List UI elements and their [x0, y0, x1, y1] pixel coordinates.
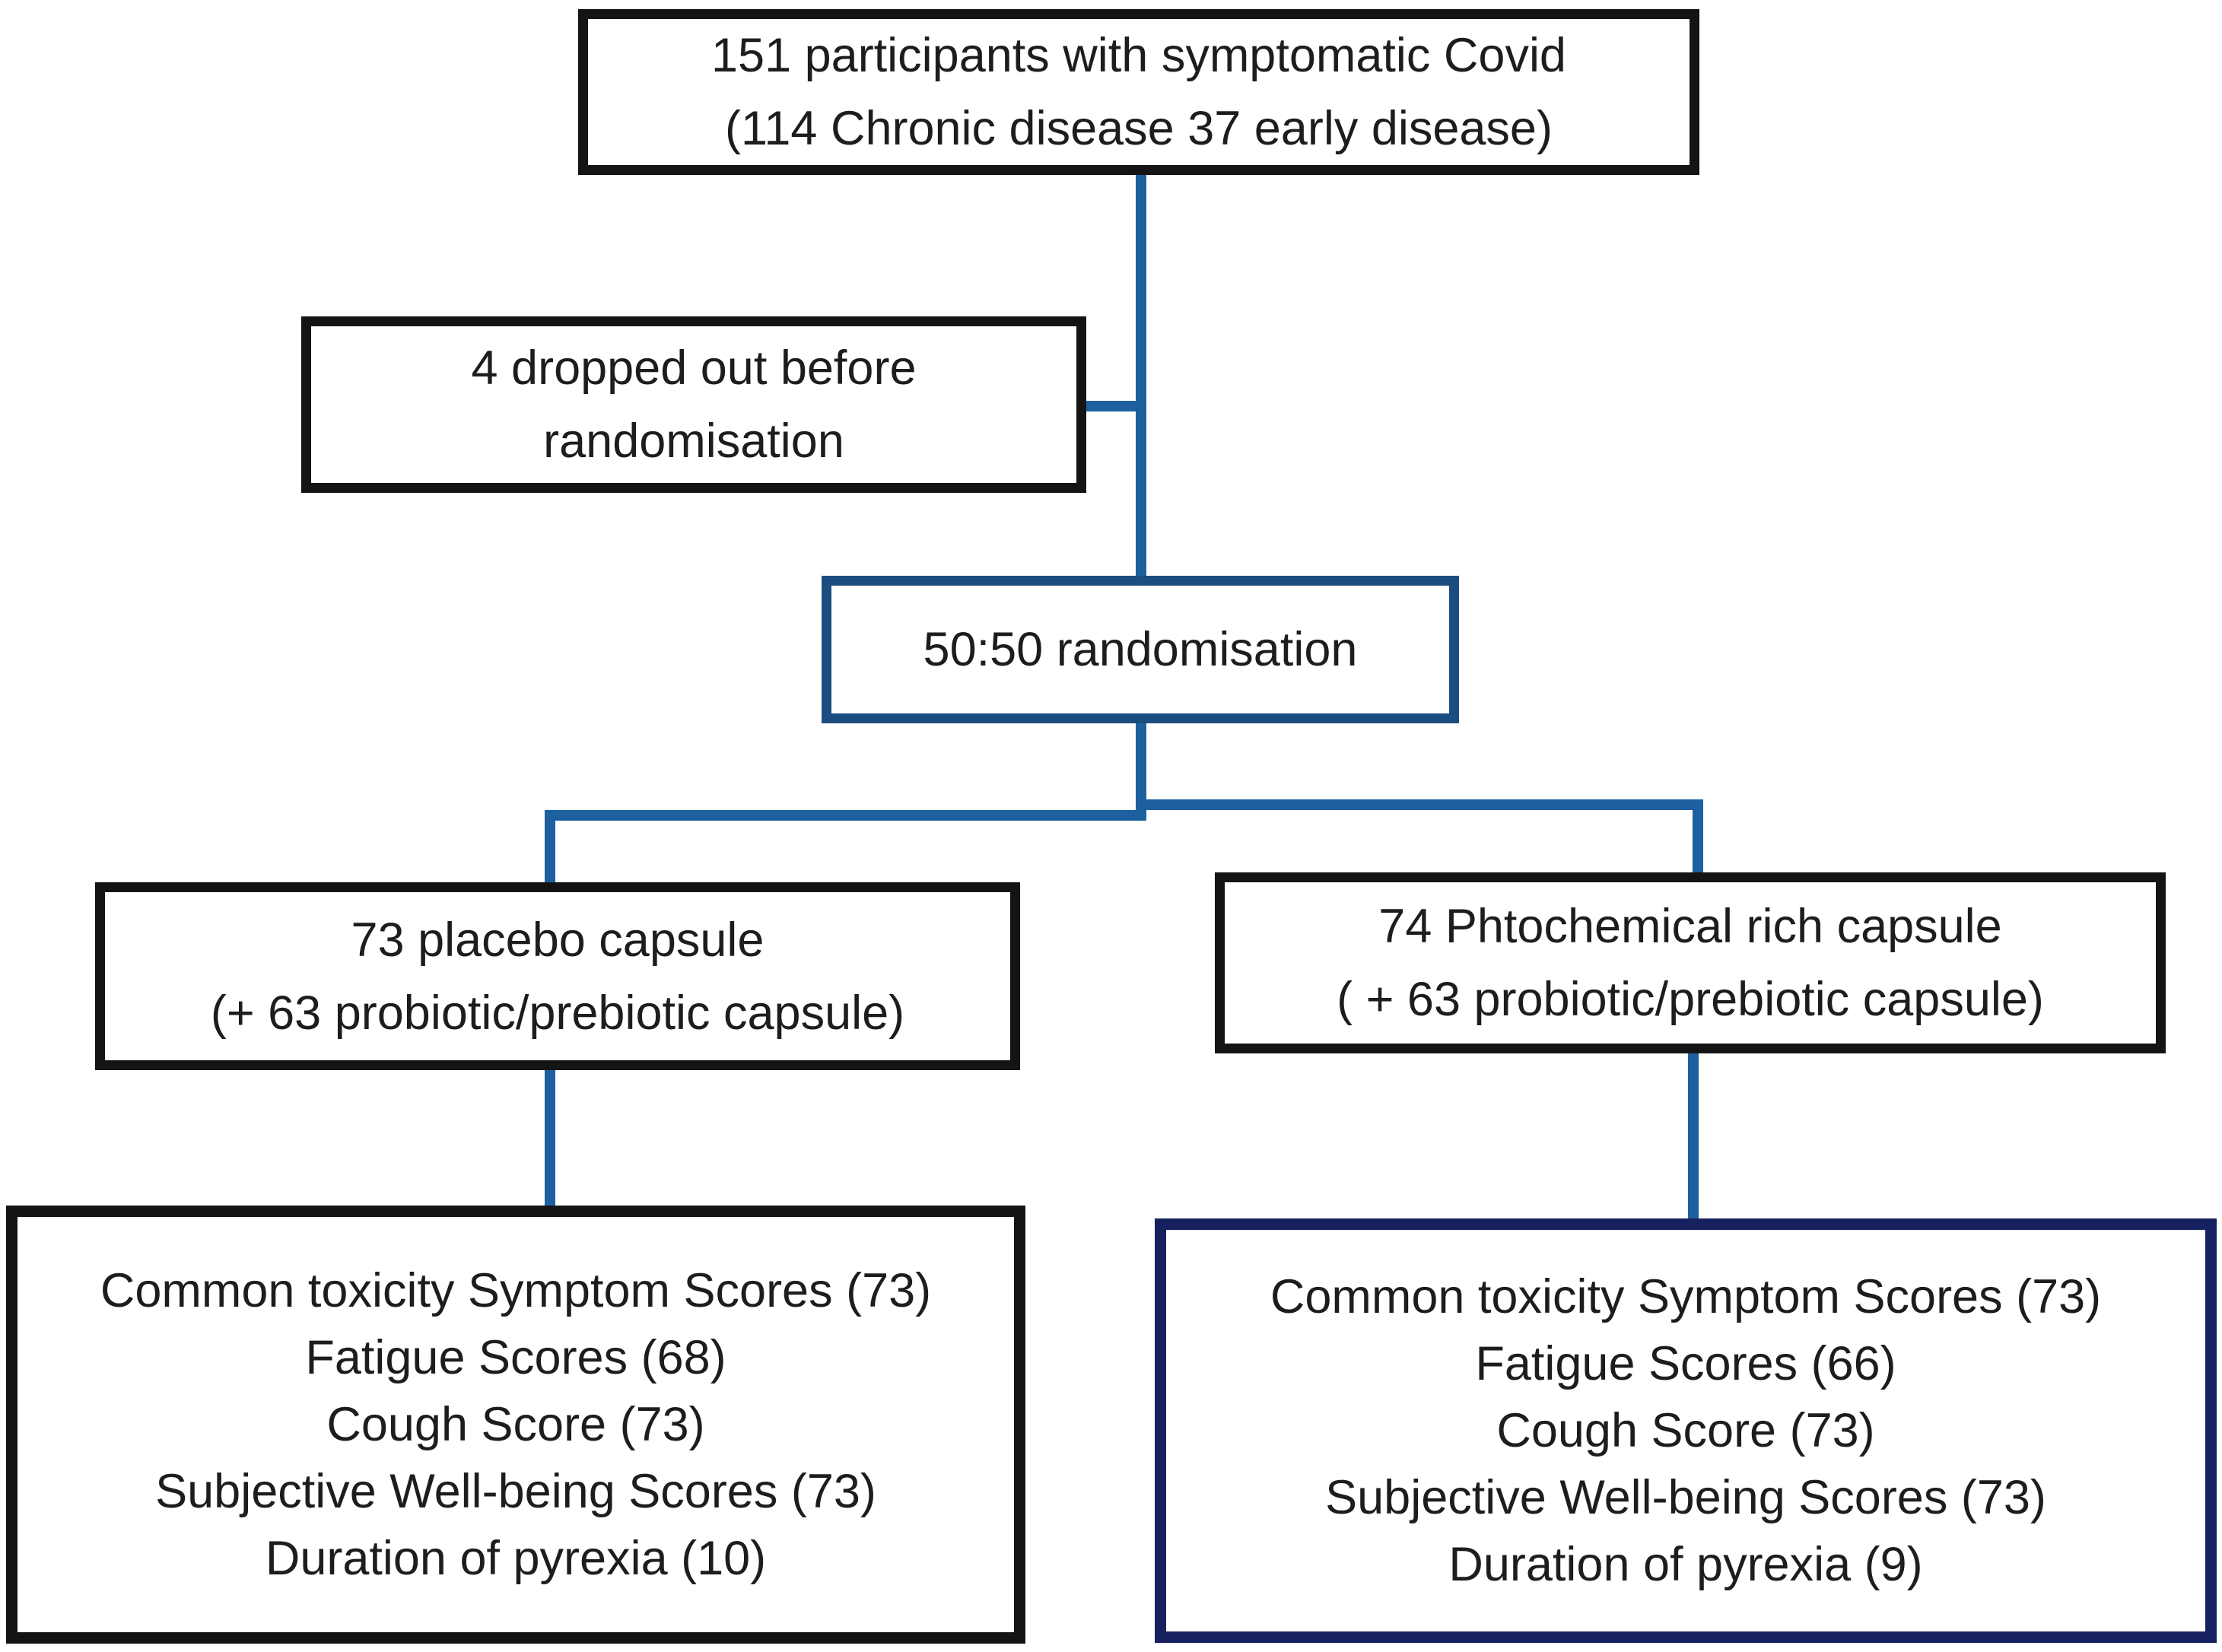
phytochemical-outcomes-box: Common toxicity Symptom Scores (73) Fati…: [1155, 1218, 2217, 1643]
placebo-outcome-line: Cough Score (73): [326, 1398, 705, 1451]
phytochemical-outcome-line: Duration of pyrexia (9): [1448, 1538, 1923, 1591]
placebo-outcomes-box: Common toxicity Symptom Scores (73) Fati…: [6, 1206, 1025, 1644]
connector-split-right-arm: [1136, 799, 1703, 810]
randomisation-box: 50:50 randomisation: [822, 576, 1459, 723]
phytochemical-outcome-line: Fatigue Scores (66): [1475, 1337, 1896, 1390]
placebo-arm-line-2: (+ 63 probiotic/prebiotic capsule): [210, 986, 905, 1040]
connector-randomisation-to-split: [1136, 718, 1146, 810]
phytochemical-outcome-line: Subjective Well-being Scores (73): [1325, 1471, 2046, 1524]
connector-dropout-branch: [1083, 401, 1143, 411]
placebo-outcome-line: Fatigue Scores (68): [305, 1331, 726, 1384]
placebo-outcome-line: Duration of pyrexia (10): [265, 1532, 767, 1585]
enrollment-line-2: (114 Chronic disease 37 early disease): [725, 102, 1553, 155]
dropout-box: 4 dropped out before randomisation: [301, 316, 1086, 493]
randomisation-label: 50:50 randomisation: [923, 623, 1358, 676]
placebo-outcome-line: Common toxicity Symptom Scores (73): [100, 1264, 932, 1317]
connector-phytochemical-to-outcomes: [1688, 1048, 1699, 1223]
phytochemical-arm-box: 74 Phtochemical rich capsule ( + 63 prob…: [1215, 872, 2166, 1053]
dropout-line-1: 4 dropped out before: [471, 342, 917, 395]
connector-split-left-arm: [545, 810, 1146, 821]
enrollment-line-1: 151 participants with symptomatic Covid: [711, 29, 1566, 82]
placebo-arm-line-1: 73 placebo capsule: [351, 913, 765, 967]
connector-right-arm-drop: [1693, 799, 1703, 876]
phytochemical-arm-line-2: ( + 63 probiotic/prebiotic capsule): [1337, 973, 2044, 1026]
placebo-outcome-line: Subjective Well-being Scores (73): [155, 1465, 876, 1518]
phytochemical-outcome-line: Common toxicity Symptom Scores (73): [1270, 1270, 2102, 1323]
dropout-line-2: randomisation: [543, 415, 844, 468]
connector-enrollment-to-randomisation: [1136, 172, 1146, 583]
phytochemical-outcome-line: Cough Score (73): [1496, 1404, 1875, 1457]
phytochemical-arm-line-1: 74 Phtochemical rich capsule: [1378, 900, 2002, 953]
connector-placebo-to-outcomes: [545, 1065, 555, 1211]
connector-left-arm-drop: [545, 810, 555, 886]
enrollment-box: 151 participants with symptomatic Covid …: [578, 9, 1699, 175]
placebo-arm-box: 73 placebo capsule (+ 63 probiotic/prebi…: [95, 882, 1020, 1070]
